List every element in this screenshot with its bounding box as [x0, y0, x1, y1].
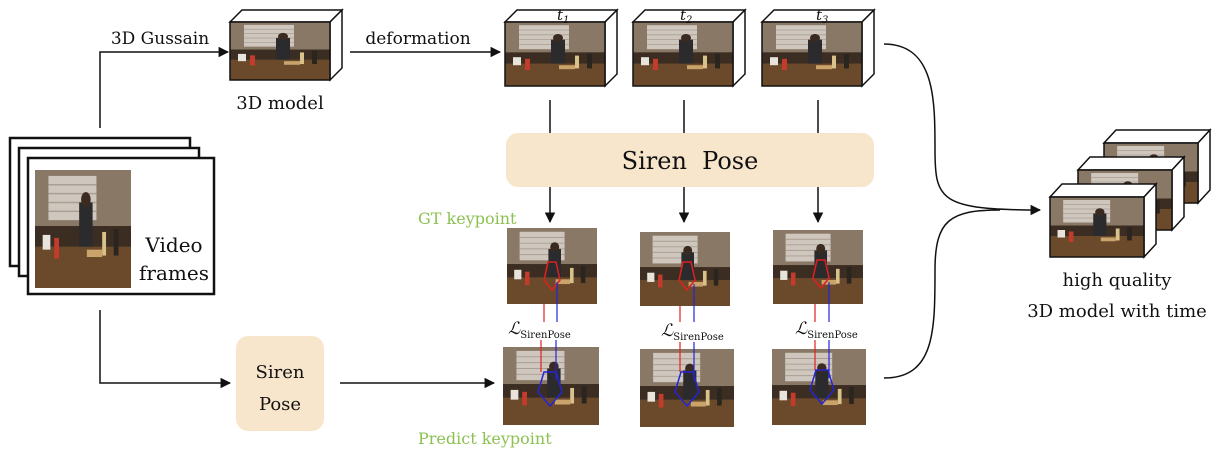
video-frames-label-line1: Video: [144, 233, 202, 257]
loss-label-1: ℒSirenPose: [508, 319, 571, 341]
t1-label: t1: [557, 6, 569, 26]
curve-from-time-cubes: [883, 43, 1042, 216]
video-frame-image: [35, 170, 131, 288]
t2-label: t2: [680, 6, 692, 26]
predict-keypoint-label: Predict keypoint: [418, 429, 552, 448]
cube-t2: [631, 8, 747, 88]
siren-pose-box-line2: Pose: [259, 394, 301, 415]
video-frames-stack: Video frames: [8, 136, 216, 296]
edge-label-deformation: deformation: [365, 29, 470, 49]
gt-keypoint-image-3: [773, 230, 863, 322]
siren-pose-banner-label: Siren Pose: [622, 147, 759, 175]
gt-keypoint-image-2: [640, 232, 730, 322]
t3-label: t3: [816, 6, 828, 26]
predict-keypoint-image-2: [640, 342, 734, 427]
arrow-to-siren-pose-box: [99, 310, 232, 389]
curve-from-predictions: [883, 209, 1001, 379]
loss-label-2: ℒSirenPose: [661, 321, 724, 343]
output-label-line1: high quality: [1063, 270, 1173, 291]
3d-model-cube: [228, 8, 344, 82]
predict-keypoint-image-3: [772, 340, 866, 425]
arrow-to-3d-model: [99, 46, 230, 128]
gt-keypoint-label: GT keypoint: [418, 209, 517, 228]
video-frames-label-line2: frames: [139, 261, 209, 285]
siren-pose-box: [236, 336, 324, 431]
3d-model-label: 3D model: [236, 93, 324, 114]
output-cube-front: [1048, 182, 1158, 259]
edge-label-3d-gaussian: 3D Gussain: [111, 29, 209, 49]
loss-label-3: ℒSirenPose: [795, 319, 858, 341]
output-cube-back: [1102, 128, 1212, 205]
output-label-line2: 3D model with time: [1027, 301, 1207, 322]
predict-keypoint-image-1: [503, 340, 599, 425]
siren-pose-banner: [506, 133, 874, 187]
output-cube-middle: [1076, 155, 1186, 232]
gt-keypoint-image-1: [507, 228, 597, 322]
siren-pose-box-line1: Siren: [256, 362, 305, 383]
cube-t3: [760, 8, 876, 88]
cube-t1: [503, 8, 619, 88]
